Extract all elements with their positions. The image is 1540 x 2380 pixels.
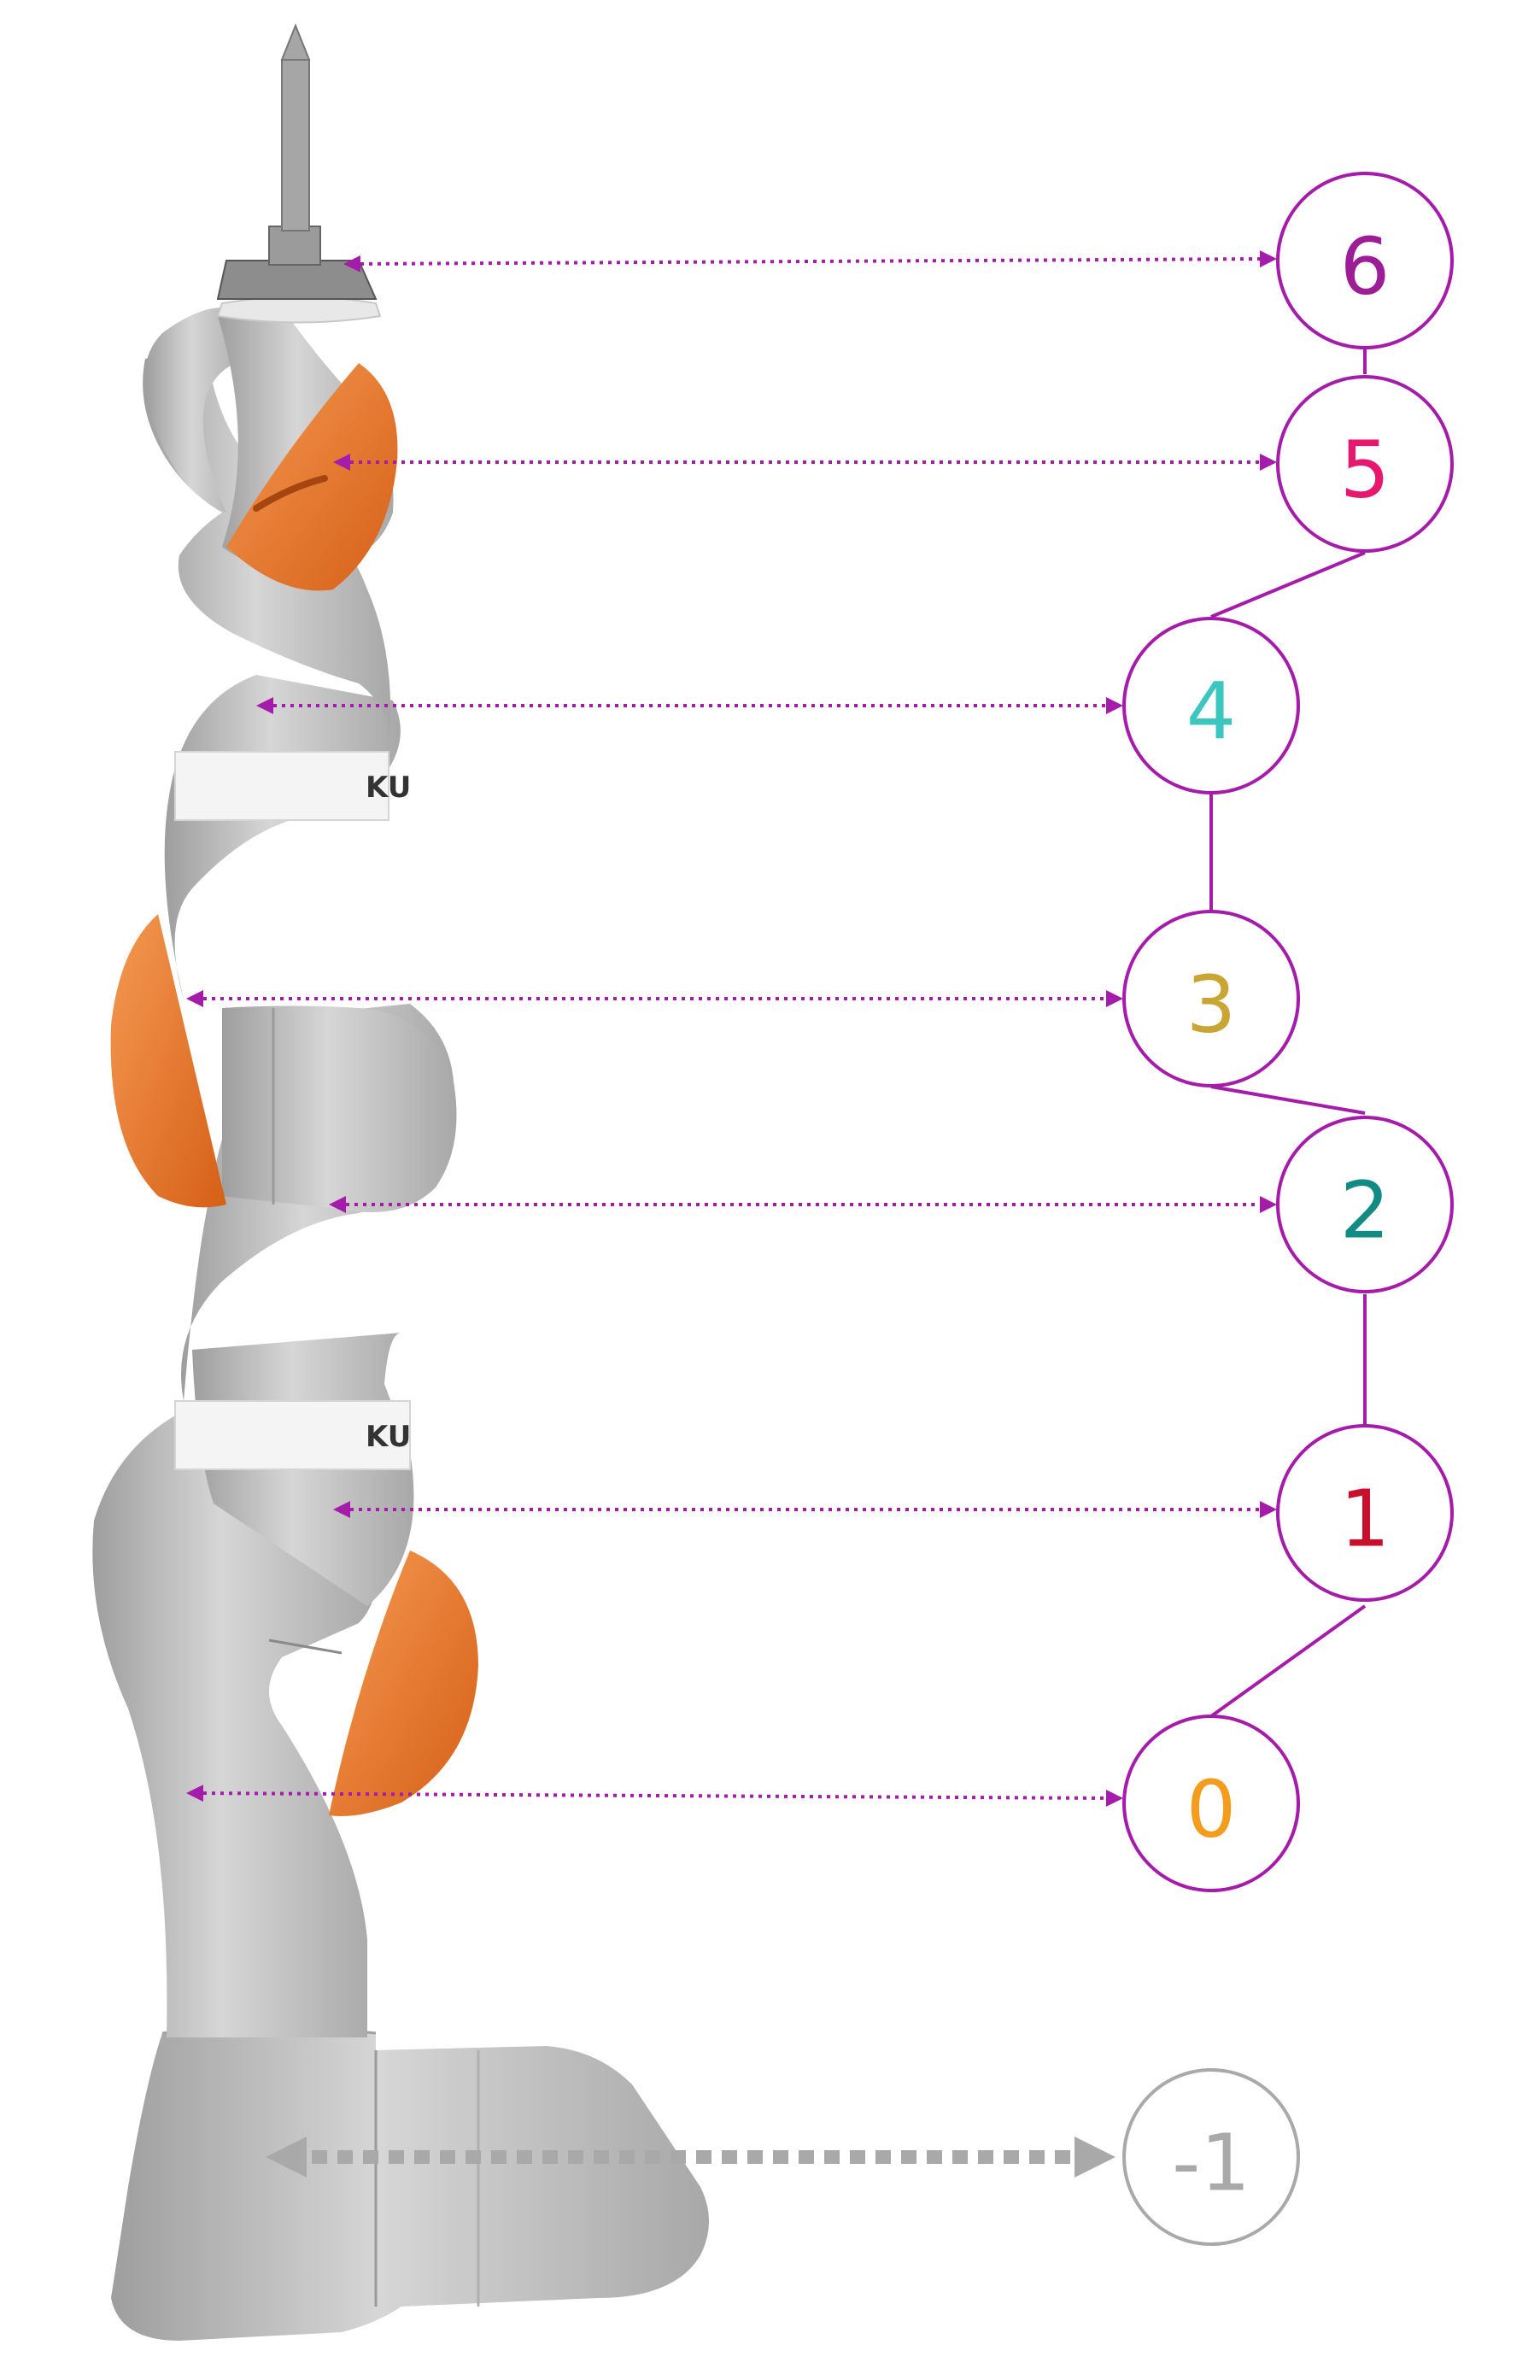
robot-accent-shell: [329, 1551, 478, 1816]
frame-label-0: 0: [1186, 1764, 1237, 1855]
robot-accent-shell-upper: [226, 363, 398, 591]
frame-node-4: 4: [1122, 617, 1300, 794]
frame-node-6: 6: [1276, 172, 1454, 349]
robot-tool-shaft: [281, 59, 310, 232]
frame-node-5: 5: [1276, 375, 1454, 553]
robot-band-upper-text: KU: [366, 771, 411, 805]
leader-arrow-0: [186, 1785, 1123, 1807]
frame-node-1: 1: [1276, 1424, 1454, 1602]
leader-arrow-6: [343, 250, 1277, 273]
frame-label-base: -1: [1172, 2118, 1250, 2209]
frame-node-2: 2: [1276, 1116, 1454, 1293]
frame-label-1: 1: [1340, 1474, 1391, 1565]
frame-node-base: -1: [1122, 2068, 1300, 2246]
robot-band-lower-text: KU: [366, 1420, 411, 1454]
frame-label-3: 3: [1186, 959, 1237, 1051]
robot-arm-illustration: KU KU: [92, 23, 709, 2341]
robot-accent-shell-middle: [110, 914, 226, 1208]
robot-band-upper: [174, 751, 389, 821]
frame-node-3: 3: [1122, 910, 1300, 1087]
frame-node-0: 0: [1122, 1715, 1300, 1892]
robot-band-lower: [174, 1400, 411, 1470]
frame-nodes: 6 5 4 3 2 1 0 -1: [1122, 172, 1454, 2246]
frame-label-5: 5: [1340, 425, 1391, 516]
joint-leader-arrows: [186, 250, 1277, 2178]
frame-label-2: 2: [1340, 1165, 1391, 1257]
robot-tool-mount: [216, 260, 378, 300]
frame-label-4: 4: [1186, 666, 1237, 758]
frame-chain-links: [1209, 349, 1367, 1718]
robot-base: [111, 2033, 709, 2341]
frame-label-6: 6: [1340, 221, 1391, 313]
